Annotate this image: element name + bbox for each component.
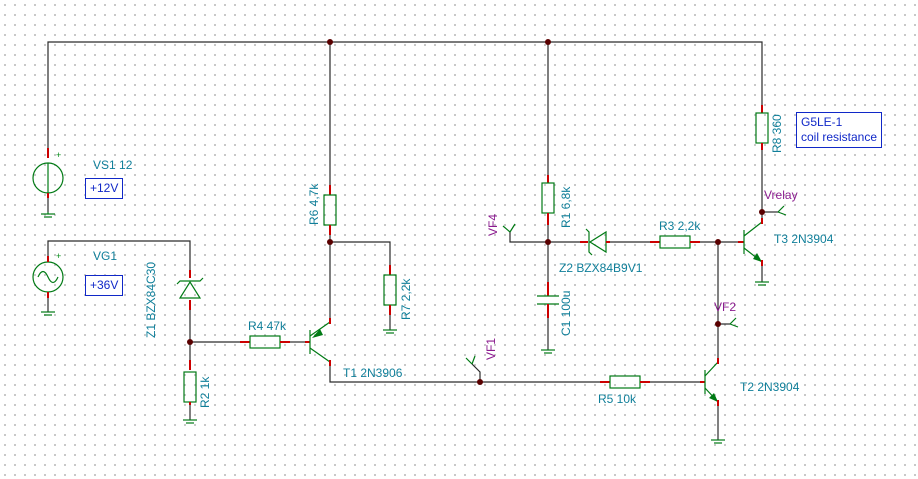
probe-icon (729, 317, 739, 328)
vg1-label: VG1 (93, 249, 117, 263)
wires (47, 41, 778, 440)
c1-capacitor (537, 282, 559, 318)
r8-note-box: G5LE-1 coil resistance (796, 112, 883, 148)
vg1-source: + (32, 251, 64, 298)
z1-zener-diode (176, 270, 204, 310)
vs1-label: VS1 12 (93, 158, 133, 172)
junction-dot (715, 239, 721, 245)
junction-dot (327, 239, 333, 245)
ground-icon (41, 212, 55, 218)
r2-label: R2 1k (198, 376, 212, 408)
r1-label: R1 6,8k (559, 186, 573, 228)
z2-zener-diode (580, 228, 610, 256)
vf2-probe-label: VF2 (714, 300, 736, 314)
junction-dot (715, 321, 721, 327)
r5-resistor (600, 375, 650, 389)
vs1-source: + (32, 148, 64, 198)
vf1-probe-label: VF1 (484, 338, 498, 360)
r8-note-line-1: G5LE-1 (801, 115, 843, 129)
r4-resistor (240, 335, 290, 349)
grounds (41, 212, 769, 444)
r8-label: R8 360 (770, 114, 784, 153)
vg1-value-box: +36V (85, 275, 124, 296)
ground-icon (383, 329, 397, 334)
svg-text:+: + (56, 150, 61, 160)
t3-transistor (738, 218, 763, 266)
t2-transistor (700, 358, 719, 406)
r3-resistor (650, 235, 700, 249)
junction-dot (187, 339, 193, 345)
r1-resistor (541, 175, 555, 225)
probe-icon (465, 355, 476, 365)
junction-dot (545, 39, 551, 45)
c1-label: C1 100u (559, 291, 573, 336)
t2-label: T2 2N3904 (740, 380, 800, 394)
t3-label: T3 2N3904 (774, 232, 834, 246)
ground-icon (183, 419, 197, 424)
z1-label: Z1 BZX84C30 (144, 262, 158, 338)
junction-dot (759, 209, 765, 215)
r6-label: R6 4,7k (307, 183, 321, 225)
ground-icon (41, 311, 55, 316)
t1-transistor (305, 318, 331, 366)
r5-label: R5 10k (598, 392, 637, 406)
junction-dot (327, 39, 333, 45)
r6-resistor (323, 185, 337, 235)
junction-dot (477, 379, 483, 385)
vrelay-probe-label: Vrelay (764, 188, 798, 202)
junctions (187, 39, 765, 385)
ground-icon (755, 281, 769, 286)
r2-resistor (183, 360, 197, 405)
vs1-value-box: +12V (85, 178, 124, 199)
r7-resistor (383, 265, 397, 315)
r4-label: R4 47k (248, 319, 287, 333)
z2-label: Z2 BZX84B9V1 (559, 261, 643, 275)
t1-label: T1 2N3906 (343, 366, 403, 380)
svg-text:+: + (56, 251, 61, 261)
vf4-probe-label: VF4 (486, 214, 500, 236)
probe-icon (502, 223, 516, 233)
ground-icon (541, 349, 555, 354)
ground-icon (711, 439, 725, 444)
r3-label: R3 2,2k (659, 219, 701, 233)
r7-label: R7 2,2k (399, 278, 413, 320)
probe-icon (777, 205, 787, 216)
junction-dot (545, 239, 551, 245)
r8-resistor (755, 105, 769, 150)
r8-note-line-2: coil resistance (801, 130, 878, 144)
